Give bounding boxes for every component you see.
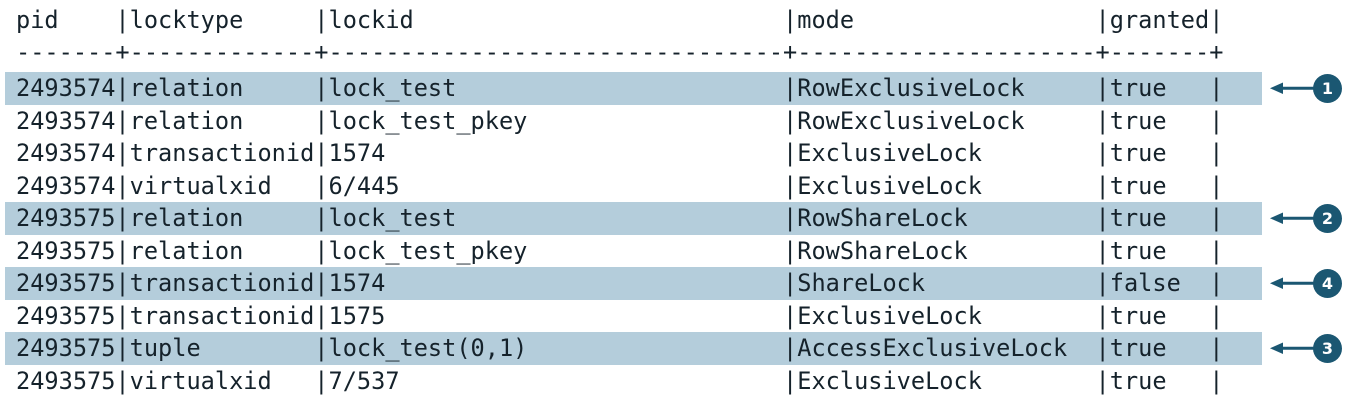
table-row: 2493575|transactionid|1574 |ShareLock |f…	[16, 269, 1224, 297]
highlighted-row-band	[5, 332, 1262, 365]
arrow-left-icon	[1268, 202, 1318, 235]
arrow-left-icon	[1268, 267, 1318, 300]
table-header-row: pid |locktype |lockid |mode |granted|	[16, 6, 1224, 34]
table-row: 2493575|transactionid|1575 |ExclusiveLoc…	[16, 301, 1224, 330]
highlighted-row-band	[5, 267, 1262, 300]
arrow-left-icon	[1268, 332, 1318, 365]
table-row: 2493575|virtualxid |7/537 |ExclusiveLock…	[16, 366, 1224, 395]
table-row: 2493574|transactionid|1574 |ExclusiveLoc…	[16, 139, 1224, 167]
callout-badge-4: 4	[1313, 268, 1342, 298]
table-row: 2493574|virtualxid |6/445 |ExclusiveLock…	[16, 171, 1224, 200]
callout-badge-3: 3	[1313, 333, 1342, 363]
table-row: 2493575|tuple |lock_test(0,1) |AccessExc…	[16, 334, 1224, 362]
highlighted-row-band	[5, 202, 1262, 235]
table-row: 2493574|relation |lock_test |RowExclusiv…	[16, 74, 1224, 102]
callout-badge-1: 1	[1313, 73, 1342, 103]
callout-badge-2: 2	[1313, 203, 1342, 233]
table-divider-row: -------+-------------+------------------…	[16, 38, 1224, 66]
table-row: 2493574|relation |lock_test_pkey |RowExc…	[16, 106, 1224, 135]
highlighted-row-band	[5, 72, 1262, 105]
arrow-left-icon	[1268, 72, 1318, 105]
table-row: 2493575|relation |lock_test_pkey |RowSha…	[16, 236, 1224, 265]
table-row: 2493575|relation |lock_test |RowShareLoc…	[16, 204, 1224, 232]
